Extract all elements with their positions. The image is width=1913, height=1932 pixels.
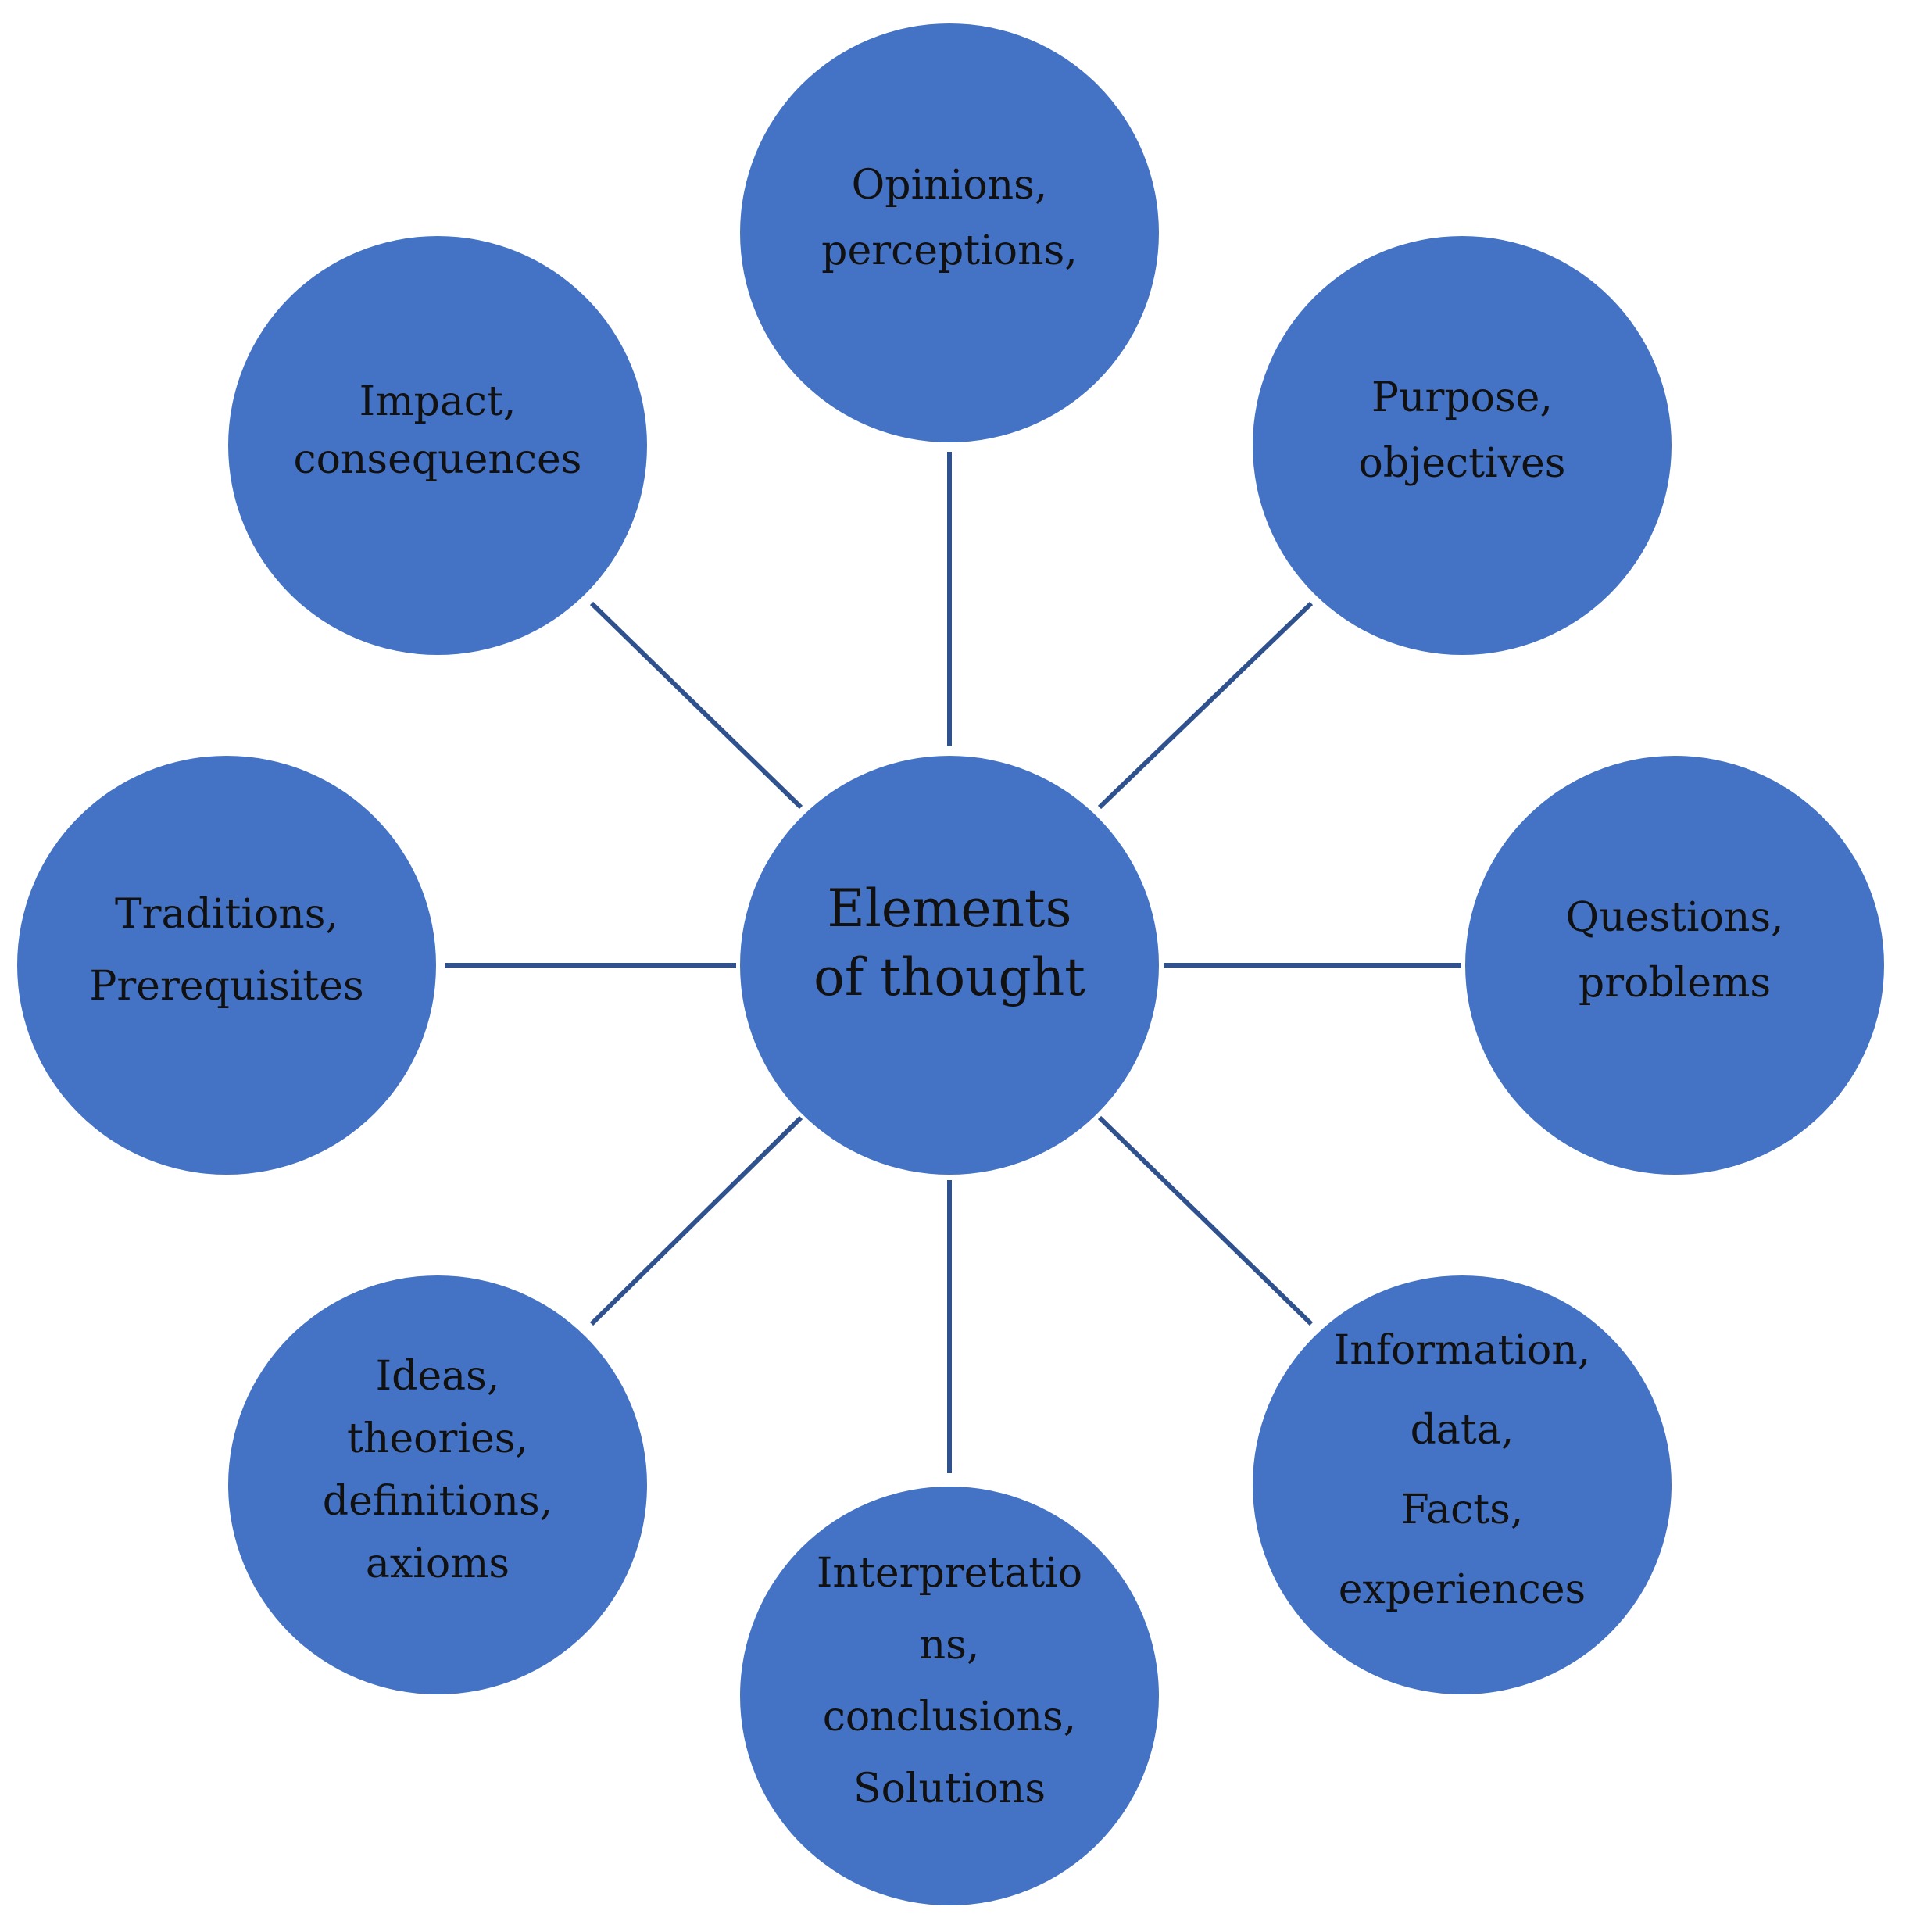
node-interpretations-label-line: conclusions, bbox=[823, 1694, 1077, 1741]
nodes: Elements of thought Opinions, perceptions, P… bbox=[17, 23, 1884, 1905]
connectors bbox=[445, 452, 1461, 1473]
node-impact-label-line: consequences bbox=[293, 436, 581, 483]
node-interpretations-label-line: ns, bbox=[920, 1622, 980, 1669]
node-center: Elements of thought bbox=[740, 756, 1159, 1175]
node-purpose-label-line: objectives bbox=[1359, 440, 1566, 487]
node-information-circle bbox=[1253, 1275, 1672, 1694]
node-interpretations-circle bbox=[740, 1487, 1159, 1905]
node-ideas-label-line: Ideas, bbox=[376, 1353, 500, 1400]
node-information-label-line: experiences bbox=[1339, 1566, 1586, 1613]
node-ideas-circle bbox=[228, 1275, 647, 1694]
node-impact-label-line: Impact, bbox=[359, 378, 517, 425]
node-ideas: Ideas, theories, definitions, axioms bbox=[228, 1275, 647, 1694]
node-questions-label-line: problems bbox=[1579, 960, 1771, 1007]
node-traditions-label-line: Prerequisites bbox=[89, 963, 363, 1010]
node-opinions-label-line: perceptions, bbox=[821, 227, 1078, 274]
node-center-circle bbox=[740, 756, 1159, 1175]
connector-information bbox=[1097, 1115, 1314, 1326]
node-ideas-label-line: theories, bbox=[347, 1415, 528, 1462]
node-opinions-circle bbox=[740, 23, 1159, 442]
connector-ideas bbox=[589, 1115, 803, 1326]
node-interpretations: Interpretatio ns, conclusions, Solutions bbox=[740, 1487, 1159, 1905]
node-opinions-label-line: Opinions, bbox=[852, 162, 1048, 209]
node-questions-circle bbox=[1465, 756, 1884, 1175]
node-purpose-label-line: Purpose, bbox=[1371, 374, 1553, 421]
node-ideas-label-line: axioms bbox=[366, 1540, 510, 1587]
node-purpose: Purpose, objectives bbox=[1253, 236, 1672, 655]
node-information-label-line: Information, bbox=[1334, 1327, 1591, 1374]
node-interpretations-label-line: Solutions bbox=[853, 1766, 1046, 1812]
connector-impact bbox=[589, 601, 803, 810]
node-information: Information, data, Facts, experiences bbox=[1253, 1275, 1672, 1694]
node-interpretations-label-line: Interpretatio bbox=[817, 1550, 1082, 1597]
node-center-label-line: Elements bbox=[828, 878, 1072, 939]
node-questions-label-line: Questions, bbox=[1565, 894, 1783, 941]
node-information-label-line: Facts, bbox=[1401, 1487, 1524, 1533]
node-traditions: Traditions, Prerequisites bbox=[17, 756, 436, 1175]
connector-purpose bbox=[1097, 601, 1314, 810]
node-opinions: Opinions, perceptions, bbox=[740, 23, 1159, 442]
node-center-label-line: of thought bbox=[813, 947, 1085, 1007]
node-traditions-label-line: Traditions, bbox=[115, 891, 338, 938]
node-traditions-circle bbox=[17, 756, 436, 1175]
node-ideas-label-line: definitions, bbox=[323, 1478, 552, 1525]
node-impact: Impact, consequences bbox=[228, 236, 647, 655]
node-purpose-circle bbox=[1253, 236, 1672, 655]
node-questions: Questions, problems bbox=[1465, 756, 1884, 1175]
node-impact-circle bbox=[228, 236, 647, 655]
node-information-label-line: data, bbox=[1411, 1407, 1514, 1454]
